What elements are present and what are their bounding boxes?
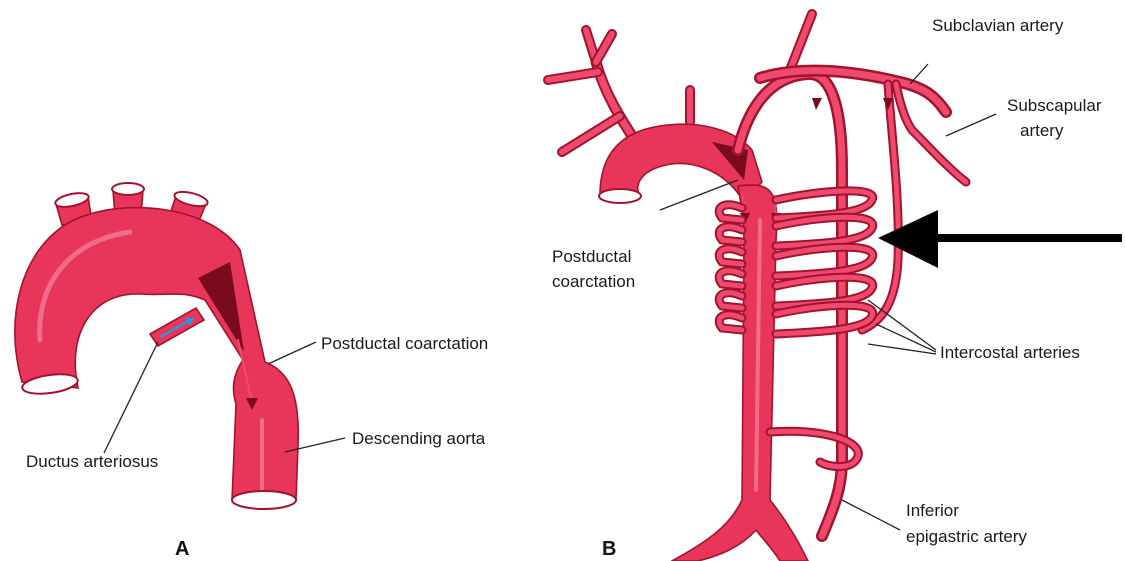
label-postductal-line1: Postductal [552,247,631,266]
intercostal-loops-right [770,191,873,467]
label-inferior-line1: Inferior [906,501,959,520]
pointer-arrow [878,210,1122,268]
label-inferior-line2: epigastric artery [906,527,1027,546]
arch-opening-b [599,189,641,203]
label-subscapular-line1: Subscapular [1007,96,1102,115]
panel-label-a: A [175,538,189,560]
panel-label-b: B [602,538,616,560]
label-subclavian-artery: Subclavian artery [932,16,1064,35]
label-ductus-arteriosus: Ductus arteriosus [26,452,158,471]
label-intercostal-arteries: Intercostal arteries [940,343,1080,362]
label-subscapular-line2: artery [1020,121,1064,140]
panel-b: Subclavian artery Subscapular artery Pos… [548,14,1122,561]
intercostal-loops-left [719,205,742,330]
panel-a: Postductal coarctation Ductus arteriosus… [15,183,488,560]
subclavian-artery [760,14,966,182]
descending-opening-a [232,491,296,509]
label-descending-aorta: Descending aorta [352,429,486,448]
label-postductal-coarctation-a: Postductal coarctation [321,334,488,353]
label-postductal-line2: coarctation [552,272,635,291]
